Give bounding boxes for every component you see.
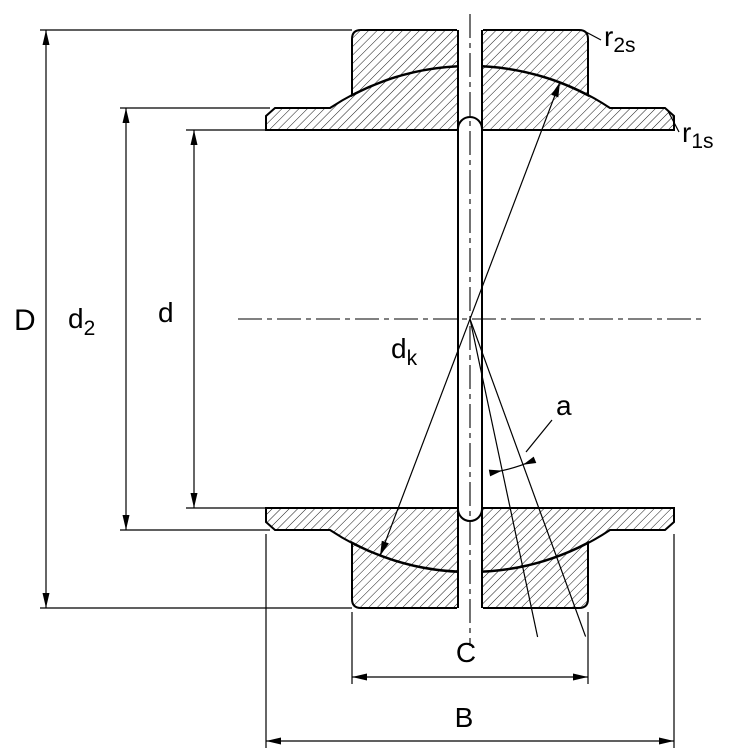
angle-arrowhead [523, 456, 537, 465]
C-arrowhead [573, 673, 588, 681]
tilt-line [469, 318, 539, 638]
label-a: a [556, 390, 572, 421]
label-r2s: r2s [604, 21, 636, 57]
dimension-a: a [469, 318, 587, 638]
dimension-d2: d2 [68, 107, 270, 531]
d-arrowhead [190, 493, 198, 508]
label-D: D [14, 304, 36, 337]
d2-arrowhead [122, 108, 130, 123]
label-r1s: r1s [682, 117, 714, 153]
chamfer-r1s: r1s [667, 110, 714, 153]
dimension-C: C [351, 612, 589, 684]
centerlines [238, 14, 702, 646]
r2s-leader-line [585, 31, 602, 41]
label-d: d [158, 297, 174, 328]
B-arrowhead [266, 737, 281, 745]
dimension-d: d [158, 129, 266, 509]
tilt-line [469, 318, 587, 637]
angle-arrowhead [488, 469, 503, 477]
D-arrowhead [42, 30, 50, 45]
d2-arrowhead [122, 515, 130, 530]
label-d2: d2 [68, 303, 95, 340]
label-dk: dk [391, 333, 418, 370]
D-arrowhead [42, 593, 50, 608]
B-arrowhead [659, 737, 674, 745]
label-B: B [455, 702, 474, 733]
r1s-leader-line [667, 110, 680, 133]
label-C: C [456, 637, 476, 668]
C-arrowhead [352, 673, 367, 681]
dimension-D: D [14, 29, 352, 609]
d-arrowhead [190, 130, 198, 145]
dimension-B: B [265, 534, 675, 748]
chamfer-r2s: r2s [585, 21, 636, 57]
dk-arrowhead [551, 82, 560, 98]
a-leader-line [525, 419, 553, 453]
dk-arrowhead [380, 540, 389, 556]
